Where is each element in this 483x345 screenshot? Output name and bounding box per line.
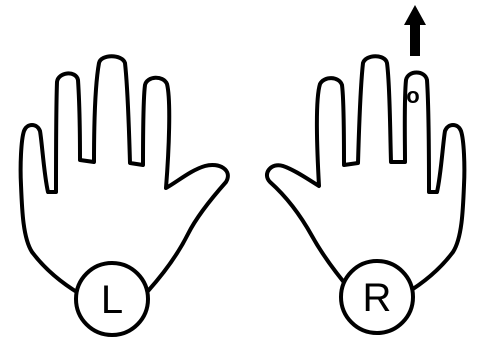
finger-key-label: o — [406, 83, 419, 108]
right-badge-label: R — [363, 276, 392, 320]
left-hand: L — [21, 56, 228, 335]
right-hand: R o — [267, 56, 464, 333]
left-hand-outline — [21, 56, 228, 294]
left-badge-label: L — [101, 278, 123, 322]
arrow-up-icon — [404, 5, 426, 56]
right-hand-outline — [267, 56, 464, 294]
